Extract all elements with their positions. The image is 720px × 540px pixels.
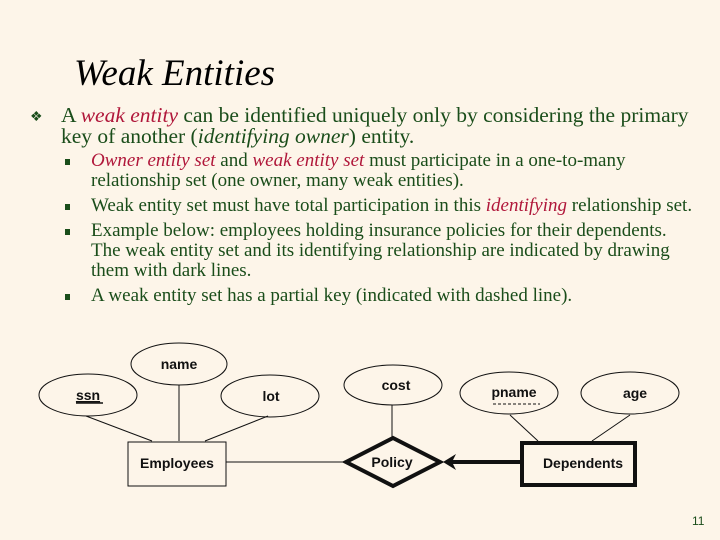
svg-text:name: name — [161, 356, 198, 372]
square-bullet-icon — [65, 204, 70, 210]
attribute-ssn: ssn — [38, 373, 138, 417]
svg-text:lot: lot — [262, 388, 279, 404]
entity-employees: Employees — [127, 441, 227, 487]
svg-text:Policy: Policy — [371, 454, 412, 470]
main-bullet-text: A weak entity can be identified uniquely… — [61, 103, 689, 148]
sub-bullet-list: Owner entity set and weak entity set mus… — [60, 151, 700, 311]
svg-text:Employees: Employees — [140, 455, 214, 471]
attribute-pname: pname — [459, 371, 559, 415]
square-bullet-icon — [65, 229, 70, 235]
square-bullet-icon — [65, 159, 70, 165]
svg-text:cost: cost — [382, 377, 411, 393]
entity-dependents: Dependents — [520, 441, 637, 487]
svg-text:pname: pname — [491, 384, 536, 400]
svg-text:ssn: ssn — [76, 387, 100, 403]
sub-bullet: Weak entity set must have total particip… — [60, 196, 700, 216]
diamond-cluster-icon: ❖ — [30, 110, 43, 125]
square-bullet-icon — [65, 294, 70, 300]
identifying-arrow — [443, 454, 522, 470]
attribute-name: name — [130, 342, 228, 386]
sub-bullet: A weak entity set has a partial key (ind… — [60, 286, 700, 306]
page-number: 11 — [692, 514, 705, 528]
sub-bullet: Owner entity set and weak entity set mus… — [60, 151, 700, 191]
attribute-cost: cost — [343, 364, 443, 406]
relationship-policy: Policy — [341, 435, 445, 489]
slide-title: Weak Entities — [74, 53, 276, 94]
svg-text:age: age — [623, 385, 647, 401]
attribute-lot: lot — [220, 374, 320, 418]
svg-text:Dependents: Dependents — [543, 455, 623, 471]
main-bullet: ❖ A weak entity can be identified unique… — [30, 103, 710, 148]
sub-bullet: Example below: employees holding insuran… — [60, 221, 700, 281]
attribute-age: age — [580, 371, 680, 415]
